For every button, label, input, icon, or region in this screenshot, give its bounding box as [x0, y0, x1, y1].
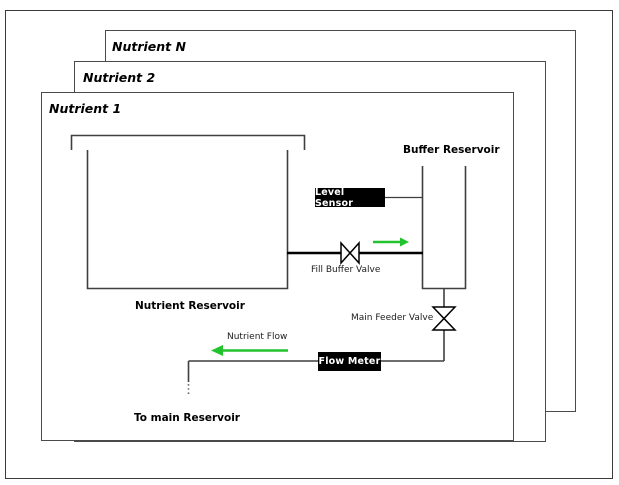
main-feeder-valve-icon[interactable]	[431, 306, 457, 331]
nutrient-reservoir-lid	[70, 134, 306, 150]
buffer-reservoir-tank	[421, 166, 467, 290]
pipe-flowmeter-to-outlet	[187, 360, 318, 394]
nutrient-flow-arrow-icon	[211, 345, 288, 356]
card-title-nutrient-2: Nutrient 2	[83, 70, 156, 85]
fill-flow-arrow-icon	[373, 237, 409, 247]
nutrient-reservoir-tank	[86, 150, 289, 290]
flow-meter-box[interactable]: Flow Meter	[318, 352, 381, 371]
pipe-buffer-to-flowmeter	[381, 288, 445, 362]
card-nutrient-1[interactable]	[41, 92, 514, 441]
level-sensor-box[interactable]: Level Sensor	[315, 187, 385, 209]
fill-buffer-valve-icon[interactable]	[340, 241, 360, 265]
card-title-nutrient-1: Nutrient 1	[49, 101, 122, 116]
card-title-nutrient-n: Nutrient N	[112, 39, 186, 54]
